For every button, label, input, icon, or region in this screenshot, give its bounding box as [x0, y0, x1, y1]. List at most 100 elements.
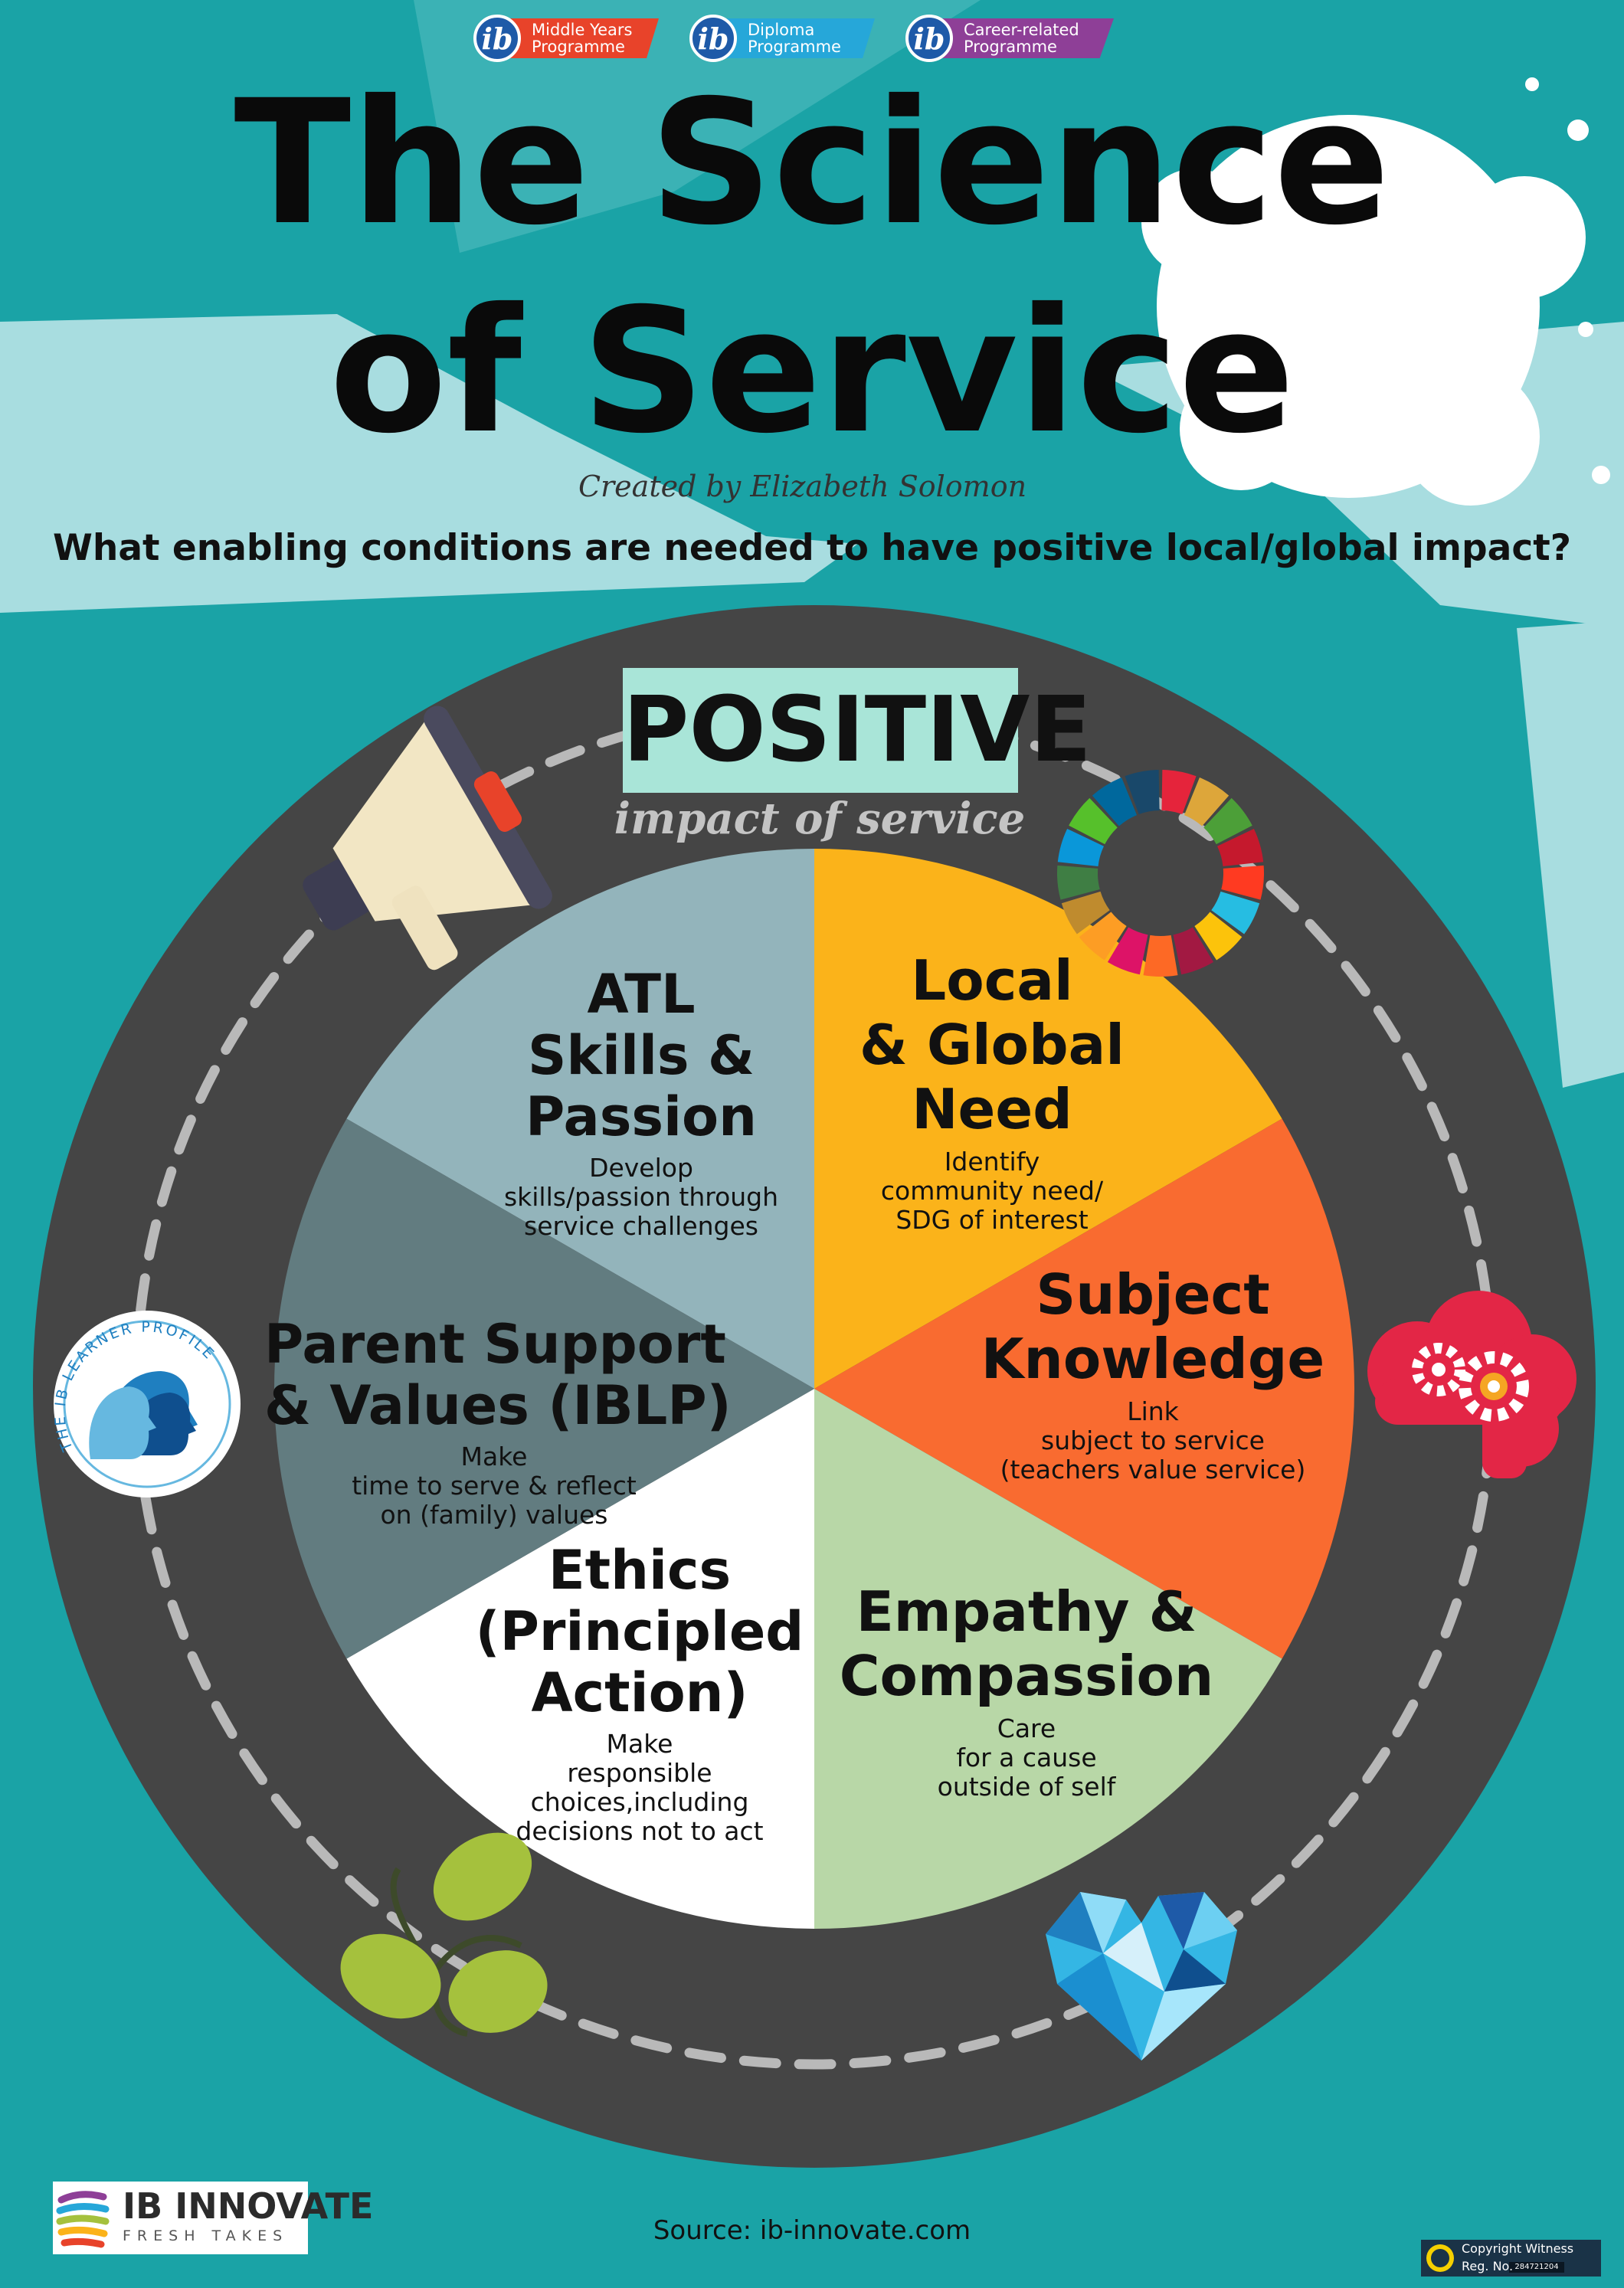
segment-body-line: Identify: [944, 1147, 1040, 1177]
segment-title-line: & Global: [859, 1013, 1125, 1077]
segment-title-line: Parent Support: [264, 1313, 726, 1376]
segment-title-line: & Values (IBLP): [264, 1374, 732, 1437]
segment-body-line: service challenges: [524, 1211, 758, 1241]
segment-title-line: Ethics: [548, 1539, 732, 1602]
megaphone-icon: [303, 705, 552, 971]
segment-body-line: outside of self: [937, 1772, 1116, 1802]
sdg-wheel-icon: [1057, 770, 1264, 977]
segment-body-line: time to serve & reflect: [352, 1471, 637, 1501]
copyright-number: 284721204: [1514, 2263, 1559, 2271]
title-line-2: of Service: [329, 271, 1295, 471]
segment-body-line: SDG of interest: [895, 1205, 1089, 1235]
source-credit: Source: ib-innovate.com: [653, 2215, 971, 2246]
segment-title-line: ATL: [587, 963, 696, 1026]
segment-body-line: subject to service: [1041, 1425, 1265, 1455]
sdg-tile: [1203, 797, 1252, 845]
positive-heading: POSITIVE: [623, 676, 1092, 782]
segment-title-line: Skills &: [527, 1024, 755, 1087]
segment-title-line: Knowledge: [981, 1327, 1325, 1391]
segment-body-line: Make: [460, 1442, 528, 1471]
segment-body-line: Link: [1127, 1396, 1179, 1426]
sdg-tile: [1221, 865, 1264, 900]
wedge-subject: [814, 1118, 1354, 1659]
sdg-tile: [1217, 828, 1264, 867]
copyright-line-1: Copyright Witness: [1462, 2241, 1574, 2256]
title-line-1: The Science: [234, 63, 1390, 263]
segment-title-line: Empathy &: [856, 1579, 1197, 1644]
badge-middle-years: ib Middle Years Programme: [473, 15, 659, 62]
badge-label: Diploma Programme: [722, 18, 875, 58]
badge-label: Career-related Programme: [938, 18, 1114, 58]
positive-box: [623, 668, 1018, 793]
sdg-tile: [1061, 891, 1110, 935]
ib-logo-icon: ib: [905, 15, 953, 62]
wedge-atl: [346, 849, 814, 1389]
segment-body-line: skills/passion through: [503, 1182, 779, 1212]
leaves-icon: [340, 1832, 548, 2037]
sdg-tile: [1211, 891, 1260, 935]
bg-ray: [414, 0, 981, 253]
sdg-tile: [1069, 797, 1118, 845]
segment-body-line: on (family) values: [380, 1500, 608, 1530]
copyright-badge: [1421, 2240, 1601, 2277]
segment-title-line: Subject: [1036, 1262, 1270, 1327]
segment-wheel: [273, 849, 1354, 1929]
sdg-tile: [1107, 927, 1148, 975]
segment-body-line: choices,including: [530, 1787, 749, 1817]
heart-icon: [1046, 1892, 1237, 2061]
badge-career-related: ib Career-related Programme: [905, 15, 1114, 62]
segment-body-line: responsible: [567, 1758, 712, 1788]
sdg-tile: [1057, 828, 1104, 867]
badge-label: Middle Years Programme: [506, 18, 659, 58]
author-credit: Created by Elizabeth Solomon: [578, 470, 1027, 503]
ib-logo-icon: ib: [689, 15, 737, 62]
segment-body-line: Care: [997, 1714, 1056, 1743]
ib-learner-profile-icon: [54, 1311, 241, 1498]
wedge-ethics: [346, 1389, 814, 1929]
ib-logo-icon: ib: [473, 15, 521, 62]
bg-stripe-left: [0, 314, 858, 613]
bg-stripe-edge: [1517, 620, 1624, 1088]
paint-splash: [1126, 77, 1610, 506]
wedge-need: [814, 849, 1282, 1389]
segment-body-line: decisions not to act: [516, 1816, 764, 1846]
segment-body-line: for a cause: [956, 1743, 1097, 1772]
wedge-empathy: [814, 1389, 1282, 1929]
ib-innovate-tagline: FRESH TAKES: [123, 2227, 289, 2244]
sdg-tile: [1143, 935, 1178, 977]
sdg-tile: [1092, 777, 1138, 826]
guiding-question: What enabling conditions are needed to h…: [53, 527, 1571, 569]
sdg-tile: [1079, 912, 1127, 961]
sdg-tile: [1125, 770, 1160, 815]
badge-diploma: ib Diploma Programme: [689, 15, 875, 62]
segment-body-line: Make: [606, 1729, 673, 1759]
segment-body-line: (teachers value service): [1000, 1455, 1306, 1484]
segment-body-line: Develop: [589, 1153, 693, 1183]
sdg-tile: [1184, 777, 1229, 826]
segment-title-line: (Principled: [475, 1600, 804, 1663]
positive-subheading: impact of service: [614, 794, 1026, 844]
sdg-tile: [1194, 912, 1243, 961]
segment-title-line: Action): [531, 1661, 748, 1724]
sdg-tile: [1173, 927, 1214, 975]
copyright-line-2: Reg. No.: [1462, 2259, 1514, 2273]
ib-innovate-logo-mark: [53, 2182, 308, 2254]
segment-title-line: Compassion: [839, 1644, 1214, 1708]
gears-cloud-icon: [1367, 1291, 1577, 1478]
wedge-parent: [273, 1118, 814, 1659]
segment-title-line: Local: [911, 948, 1073, 1013]
sdg-tile: [1057, 865, 1100, 900]
segment-body-line: community need/: [880, 1176, 1104, 1206]
ib-innovate-logo-name: IB INNOVATE: [123, 2185, 374, 2227]
segment-title-line: Need: [912, 1077, 1072, 1141]
segment-title-line: Passion: [526, 1085, 757, 1148]
sdg-tile: [1161, 770, 1197, 815]
